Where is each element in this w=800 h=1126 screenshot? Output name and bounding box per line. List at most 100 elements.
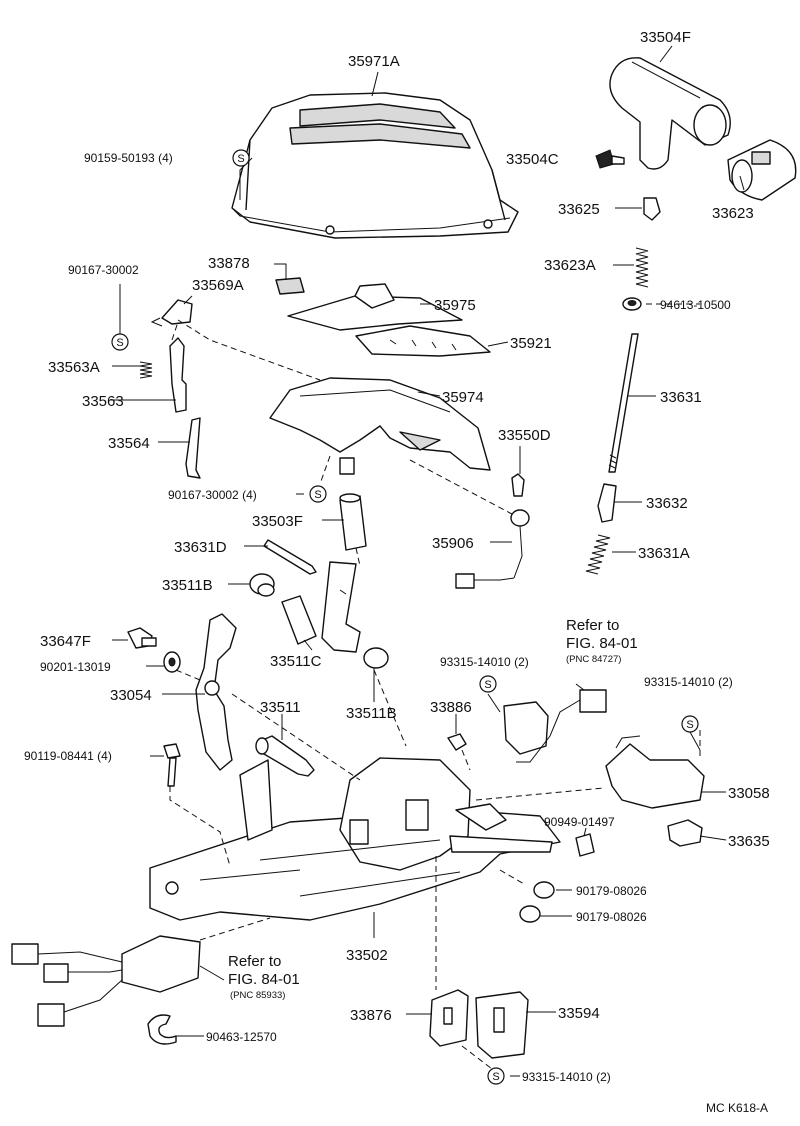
bolt-90119-08441: [163, 743, 181, 787]
label-33054: 33054: [110, 687, 152, 704]
housing-35974: [269, 377, 491, 475]
assembly-dashed-lines: [169, 319, 701, 1073]
reference-note-84727: Refer to FIG. 84-01 (PNC 84727): [566, 617, 638, 665]
s-symbol-1: S: [232, 149, 250, 167]
label-90463-12570: 90463-12570: [206, 1030, 277, 1044]
clip-33569A: [150, 299, 193, 327]
s-symbol-4: S: [479, 675, 497, 693]
part-33632: [597, 483, 617, 523]
label-35971A: 35971A: [348, 53, 400, 70]
link-33564: [185, 417, 201, 479]
label-33550D: 33550D: [498, 427, 551, 444]
leader-lines: [110, 45, 745, 1077]
spring-33623A: [635, 247, 649, 288]
label-90167-30002-4: 90167-30002 (4): [168, 488, 257, 502]
label-33563: 33563: [82, 393, 124, 410]
label-33631D: 33631D: [174, 539, 227, 556]
bulb-33550D: [511, 473, 525, 497]
bracket-33594: [475, 991, 529, 1059]
indicator-plate-35975: [287, 283, 463, 331]
label-33876: 33876: [350, 1007, 392, 1024]
rod-33631: [608, 333, 639, 473]
bushing-33511B-top: [249, 573, 275, 597]
label-93315-14010-2a: 93315-14010 (2): [440, 655, 529, 669]
spring-33563A: [139, 361, 153, 379]
reference-note-85933: Refer to FIG. 84-01 (PNC 85933): [228, 953, 300, 1001]
shift-knob-33504F: [609, 57, 731, 170]
spring-33631A: [585, 534, 611, 575]
bracket-33876: [429, 989, 469, 1047]
svg-text:FIG. 84-01: FIG. 84-01: [566, 635, 638, 652]
label-33504C: 33504C: [506, 151, 559, 168]
label-33878: 33878: [208, 255, 250, 272]
bolt-33647F: [127, 627, 157, 649]
label-35975: 35975: [434, 297, 476, 314]
tube-33503F: [339, 493, 367, 551]
label-33563A: 33563A: [48, 359, 100, 376]
label-90179-08026b: 90179-08026: [576, 910, 647, 924]
label-33511: 33511: [260, 699, 301, 716]
plate-33878: [275, 277, 305, 295]
svg-text:(PNC 85933): (PNC 85933): [230, 990, 285, 1001]
svg-text:S: S: [116, 337, 123, 349]
label-93315-14010-2b: 93315-14010 (2): [644, 675, 733, 689]
band-90463-12570: [147, 1014, 177, 1045]
label-90179-08026a: 90179-08026: [576, 884, 647, 898]
label-33511C: 33511C: [270, 653, 322, 670]
label-33623: 33623: [712, 205, 754, 222]
part-33058: [605, 735, 705, 809]
pin-33511: [255, 735, 315, 777]
label-33502: 33502: [346, 947, 388, 964]
svg-text:Refer to: Refer to: [228, 953, 281, 970]
label-90201-13019: 90201-13019: [40, 660, 111, 674]
s-symbol-5: S: [681, 715, 699, 733]
part-33635: [667, 819, 703, 847]
s-symbol-2: S: [111, 333, 129, 351]
label-33886: 33886: [430, 699, 472, 716]
washer-90201-13019: [163, 651, 181, 673]
lever-33054: [195, 613, 237, 771]
label-33569A: 33569A: [192, 277, 244, 294]
nut-90179-08026a: [533, 881, 555, 899]
svg-text:Refer to: Refer to: [566, 617, 619, 634]
svg-text:(PNC 84727): (PNC 84727): [566, 654, 621, 665]
pin-33625: [643, 197, 661, 221]
label-35906: 35906: [432, 535, 474, 552]
label-35921: 35921: [510, 335, 552, 352]
label-33631: 33631: [660, 389, 702, 406]
shift-lever-shaft: [321, 561, 361, 653]
part-labels: 35971A 33504F 90159-50193 (4) 33504C 336…: [24, 29, 770, 1084]
label-90949-01497: 90949-01497: [544, 815, 615, 829]
svg-text:S: S: [686, 719, 693, 731]
scale-plate-35921: [355, 325, 491, 357]
label-33631A: 33631A: [638, 545, 690, 562]
collar-33511C: [281, 595, 317, 645]
label-33635: 33635: [728, 833, 770, 850]
s-symbol-6: S: [487, 1067, 505, 1085]
switch-pnc-84727: [503, 689, 607, 763]
label-33625: 33625: [558, 201, 600, 218]
label-94613-10500: 94613-10500: [660, 298, 731, 312]
screw-33504C: [595, 149, 625, 169]
clip-90949-01497: [575, 833, 595, 857]
part-33886: [447, 733, 467, 751]
svg-text:FIG. 84-01: FIG. 84-01: [228, 971, 300, 988]
pin-33563: [169, 337, 187, 413]
label-33511B: 33511B: [346, 705, 397, 722]
label-90167-30002: 90167-30002: [68, 263, 139, 277]
harness-pnc-85933: [11, 935, 201, 1027]
console-cover-35971A: [231, 92, 519, 239]
label-33504F: 33504F: [640, 29, 691, 46]
svg-text:S: S: [314, 489, 321, 501]
nut-90179-08026b: [519, 905, 541, 923]
label-33511B-top: 33511B: [162, 577, 213, 594]
label-90119-08441: 90119-08441 (4): [24, 749, 112, 763]
s-symbol-3: S: [309, 485, 327, 503]
label-33632: 33632: [646, 495, 688, 512]
label-33594: 33594: [558, 1005, 600, 1022]
bushing-33511B: [363, 647, 389, 669]
diagram-code: MC K618-A: [706, 1101, 768, 1115]
socket-35906: [455, 509, 530, 589]
label-35974: 35974: [442, 389, 484, 406]
